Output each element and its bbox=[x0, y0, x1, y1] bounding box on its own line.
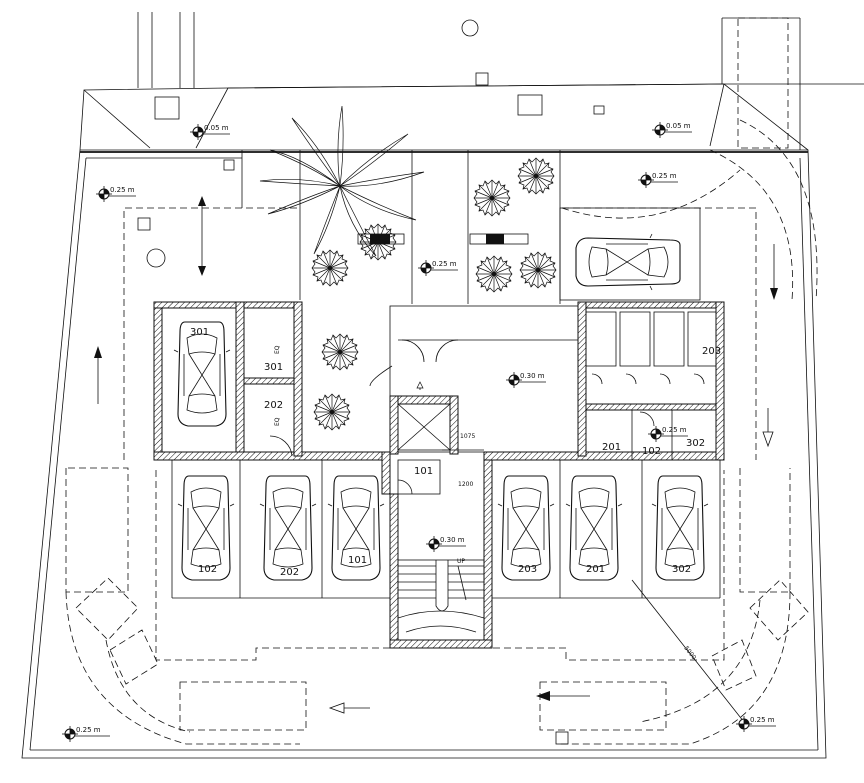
level-text: 0.25 m bbox=[662, 426, 687, 434]
room-label-203: 203 bbox=[702, 346, 721, 357]
level-text: 0.25 m bbox=[652, 172, 677, 180]
car-icon bbox=[575, 233, 681, 291]
parking-label-102: 102 bbox=[198, 564, 217, 575]
stair-up-label: UP bbox=[457, 558, 465, 565]
car-icon bbox=[259, 475, 317, 581]
dimension-text: 1075 bbox=[460, 433, 475, 440]
level-text: 0.05 m bbox=[204, 124, 229, 132]
room-label-301: 301 bbox=[264, 362, 283, 373]
elevator-shaft bbox=[397, 403, 451, 451]
level-text: 0.30 m bbox=[440, 536, 465, 544]
tree-icon bbox=[311, 249, 349, 287]
room-label-101: 101 bbox=[414, 466, 433, 477]
tree-icon bbox=[475, 255, 513, 293]
dimension-text: 1200 bbox=[458, 481, 473, 488]
tree-icon bbox=[473, 179, 511, 217]
level-text: 0.25 m bbox=[432, 260, 457, 268]
building-walls bbox=[153, 301, 725, 649]
level-leaders bbox=[75, 131, 776, 737]
room-label-302: 302 bbox=[686, 438, 705, 449]
equipment-label: EQ bbox=[274, 345, 281, 354]
parking-label-101: 101 bbox=[348, 555, 367, 566]
hydrant-icon bbox=[461, 19, 479, 37]
traffic-arrows bbox=[94, 196, 778, 723]
tree-icon bbox=[321, 333, 359, 371]
room-label-202: 202 bbox=[264, 400, 283, 411]
level-text: 0.25 m bbox=[750, 716, 775, 724]
level-text: 0.25 m bbox=[110, 186, 135, 194]
level-text: 0.30 m bbox=[520, 372, 545, 380]
tree-icon bbox=[313, 393, 351, 431]
palm-tree bbox=[259, 105, 425, 257]
tree-icon bbox=[359, 223, 397, 261]
parking-bays bbox=[171, 460, 721, 599]
level-text: 0.05 m bbox=[666, 122, 691, 130]
level-text: 0.25 m bbox=[76, 726, 101, 734]
room-label-102: 102 bbox=[642, 446, 661, 457]
parking-label-203: 203 bbox=[518, 564, 537, 575]
parking-label-301: 301 bbox=[190, 327, 209, 338]
parking-label-202: 202 bbox=[280, 567, 299, 578]
room-label-201: 201 bbox=[602, 442, 621, 453]
staircase bbox=[397, 559, 485, 641]
tree-icon bbox=[517, 157, 555, 195]
room-101-box bbox=[397, 459, 441, 495]
equipment-label: EQ bbox=[274, 417, 281, 426]
parking-label-302: 302 bbox=[672, 564, 691, 575]
dimension-text: 5000 bbox=[682, 645, 697, 661]
tree-icon bbox=[519, 251, 557, 289]
parking-label-201: 201 bbox=[586, 564, 605, 575]
